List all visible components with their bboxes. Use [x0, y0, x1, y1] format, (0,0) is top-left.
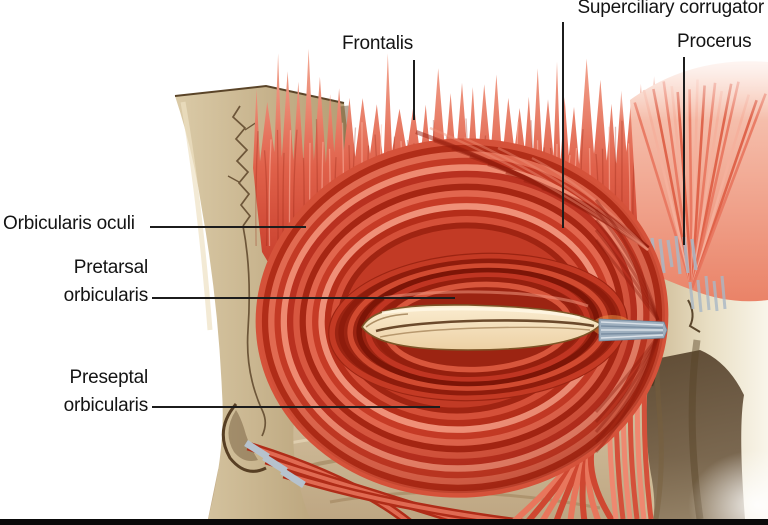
label-procerus: Procerus — [677, 31, 752, 52]
leader-line-pretarsal-orbicularis — [152, 297, 455, 299]
label-pretarsal-orbicularis: Pretarsal orbicularis — [63, 257, 149, 306]
label-preseptal-orbicularis: Preseptal orbicularis — [63, 367, 149, 416]
leader-line-procerus — [683, 57, 685, 245]
leader-line-orbicularis-oculi — [150, 226, 306, 228]
label-orbicularis-oculi: Orbicularis oculi — [3, 213, 135, 234]
palpebral-fissure-eyelid — [361, 290, 632, 351]
leader-line-superciliary-corrugator — [562, 22, 564, 228]
leader-line-frontalis — [413, 60, 415, 120]
label-superciliary-corrugator: Superciliary corrugator — [577, 0, 764, 18]
video-letterbox-bar — [0, 519, 768, 525]
label-frontalis: Frontalis — [342, 33, 414, 54]
leader-line-preseptal-orbicularis — [152, 406, 440, 408]
medial-canthal-tendon — [598, 318, 668, 342]
superciliary-corrugator-muscle — [415, 126, 650, 251]
